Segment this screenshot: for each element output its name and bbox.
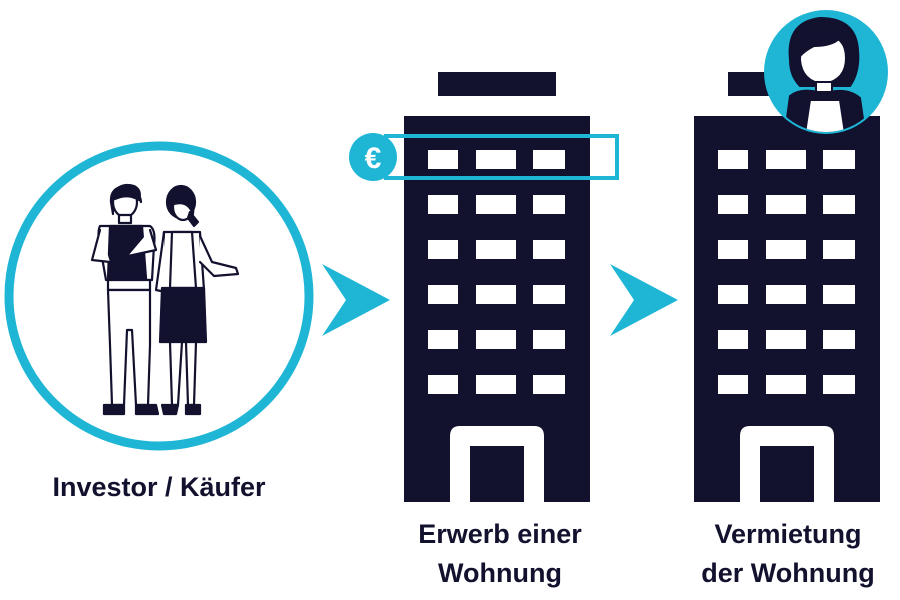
building-window <box>718 195 748 214</box>
building-window <box>476 330 516 349</box>
step-label-vermietung-line2: der Wohnung <box>701 558 874 588</box>
step-label-vermietung-line1: Vermietung <box>714 519 861 549</box>
building-window <box>766 375 806 394</box>
building-window <box>823 240 855 259</box>
building-windows <box>718 150 855 394</box>
building-window <box>766 240 806 259</box>
investor-circle <box>4 141 314 451</box>
building-window <box>766 330 806 349</box>
building-window <box>533 285 565 304</box>
building-window <box>428 375 458 394</box>
tenant-woman-icon <box>764 10 888 134</box>
building-window <box>476 195 516 214</box>
euro-symbol: € <box>365 142 382 175</box>
step-label-erwerb-line2: Wohnung <box>438 558 562 588</box>
building-window <box>533 240 565 259</box>
building-window <box>476 150 516 169</box>
apartment-building-icon <box>694 72 880 502</box>
investor-couple-icon <box>90 183 240 416</box>
chevron-right-icon <box>322 264 390 336</box>
building-window <box>718 330 748 349</box>
building-window <box>476 285 516 304</box>
building-door <box>760 446 814 502</box>
building-window <box>766 285 806 304</box>
building-window <box>428 240 458 259</box>
step-label-investor: Investor / Käufer <box>52 472 266 502</box>
building-window <box>533 195 565 214</box>
building-window <box>533 330 565 349</box>
building-window <box>766 150 806 169</box>
building-window <box>428 195 458 214</box>
apartment-building-icon <box>404 72 590 502</box>
building-window <box>718 240 748 259</box>
building-window <box>823 285 855 304</box>
building-windows <box>428 150 565 394</box>
euro-icon: € <box>349 133 397 181</box>
building-window <box>476 375 516 394</box>
chevron-right-icon <box>610 264 678 336</box>
building-window <box>533 375 565 394</box>
building-window <box>766 195 806 214</box>
investor-step <box>4 141 314 451</box>
building-window <box>823 195 855 214</box>
building-door <box>470 446 524 502</box>
building-window <box>533 150 565 169</box>
building-roof <box>438 72 556 96</box>
building-window <box>823 375 855 394</box>
building-window <box>718 150 748 169</box>
building-window <box>428 285 458 304</box>
building-window <box>718 375 748 394</box>
building-window <box>823 150 855 169</box>
step-label-erwerb-line1: Erwerb einer <box>418 519 582 549</box>
building-window <box>428 150 458 169</box>
building-window <box>718 285 748 304</box>
building-window <box>428 330 458 349</box>
building-window <box>823 330 855 349</box>
building-window <box>476 240 516 259</box>
